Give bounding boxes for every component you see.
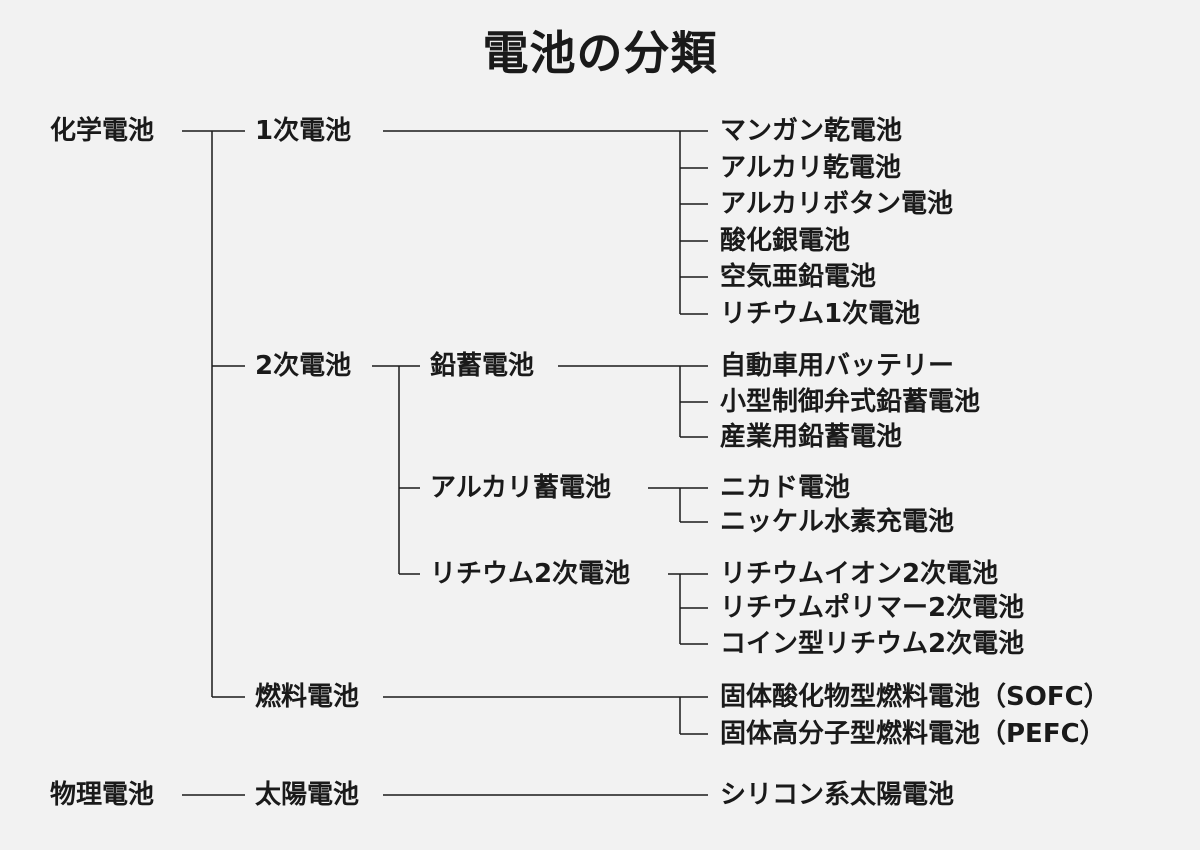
node-fuel-cell: 燃料電池 — [255, 682, 360, 712]
leaf-item: アルカリ乾電池 — [720, 153, 901, 183]
leaf-item: ニカド電池 — [720, 473, 851, 503]
node-chemical-battery: 化学電池 — [50, 116, 155, 146]
leaf-item: 自動車用バッテリー — [720, 351, 955, 381]
node-solar-cell: 太陽電池 — [255, 780, 360, 810]
diagram-title: 電池の分類 — [482, 26, 718, 80]
leaf-item: ニッケル水素充電池 — [720, 507, 955, 537]
node-lead-acid-battery: 鉛蓄電池 — [430, 351, 535, 381]
leaf-item: 固体高分子型燃料電池（PEFC） — [720, 719, 1106, 749]
leaf-item: リチウムポリマー2次電池 — [720, 593, 1025, 623]
leaf-item: 酸化銀電池 — [720, 226, 851, 256]
node-physical-battery: 物理電池 — [50, 780, 155, 810]
node-lithium-secondary-battery: リチウム2次電池 — [430, 559, 631, 589]
leaf-item: コイン型リチウム2次電池 — [720, 629, 1025, 659]
leaf-item: アルカリボタン電池 — [720, 189, 953, 219]
leaf-item: 固体酸化物型燃料電池（SOFC） — [720, 682, 1110, 712]
leaf-item: 小型制御弁式鉛蓄電池 — [720, 387, 981, 417]
node-alkaline-storage-battery: アルカリ蓄電池 — [430, 473, 611, 503]
leaf-item: 産業用鉛蓄電池 — [720, 422, 903, 452]
leaf-item: リチウムイオン2次電池 — [720, 559, 999, 589]
node-secondary-battery: 2次電池 — [255, 351, 352, 381]
node-primary-battery: 1次電池 — [255, 116, 352, 146]
leaf-item: 空気亜鉛電池 — [720, 262, 877, 292]
leaf-item: マンガン乾電池 — [720, 116, 903, 146]
leaf-item: リチウム1次電池 — [720, 299, 921, 329]
leaf-item: シリコン系太陽電池 — [720, 780, 955, 810]
